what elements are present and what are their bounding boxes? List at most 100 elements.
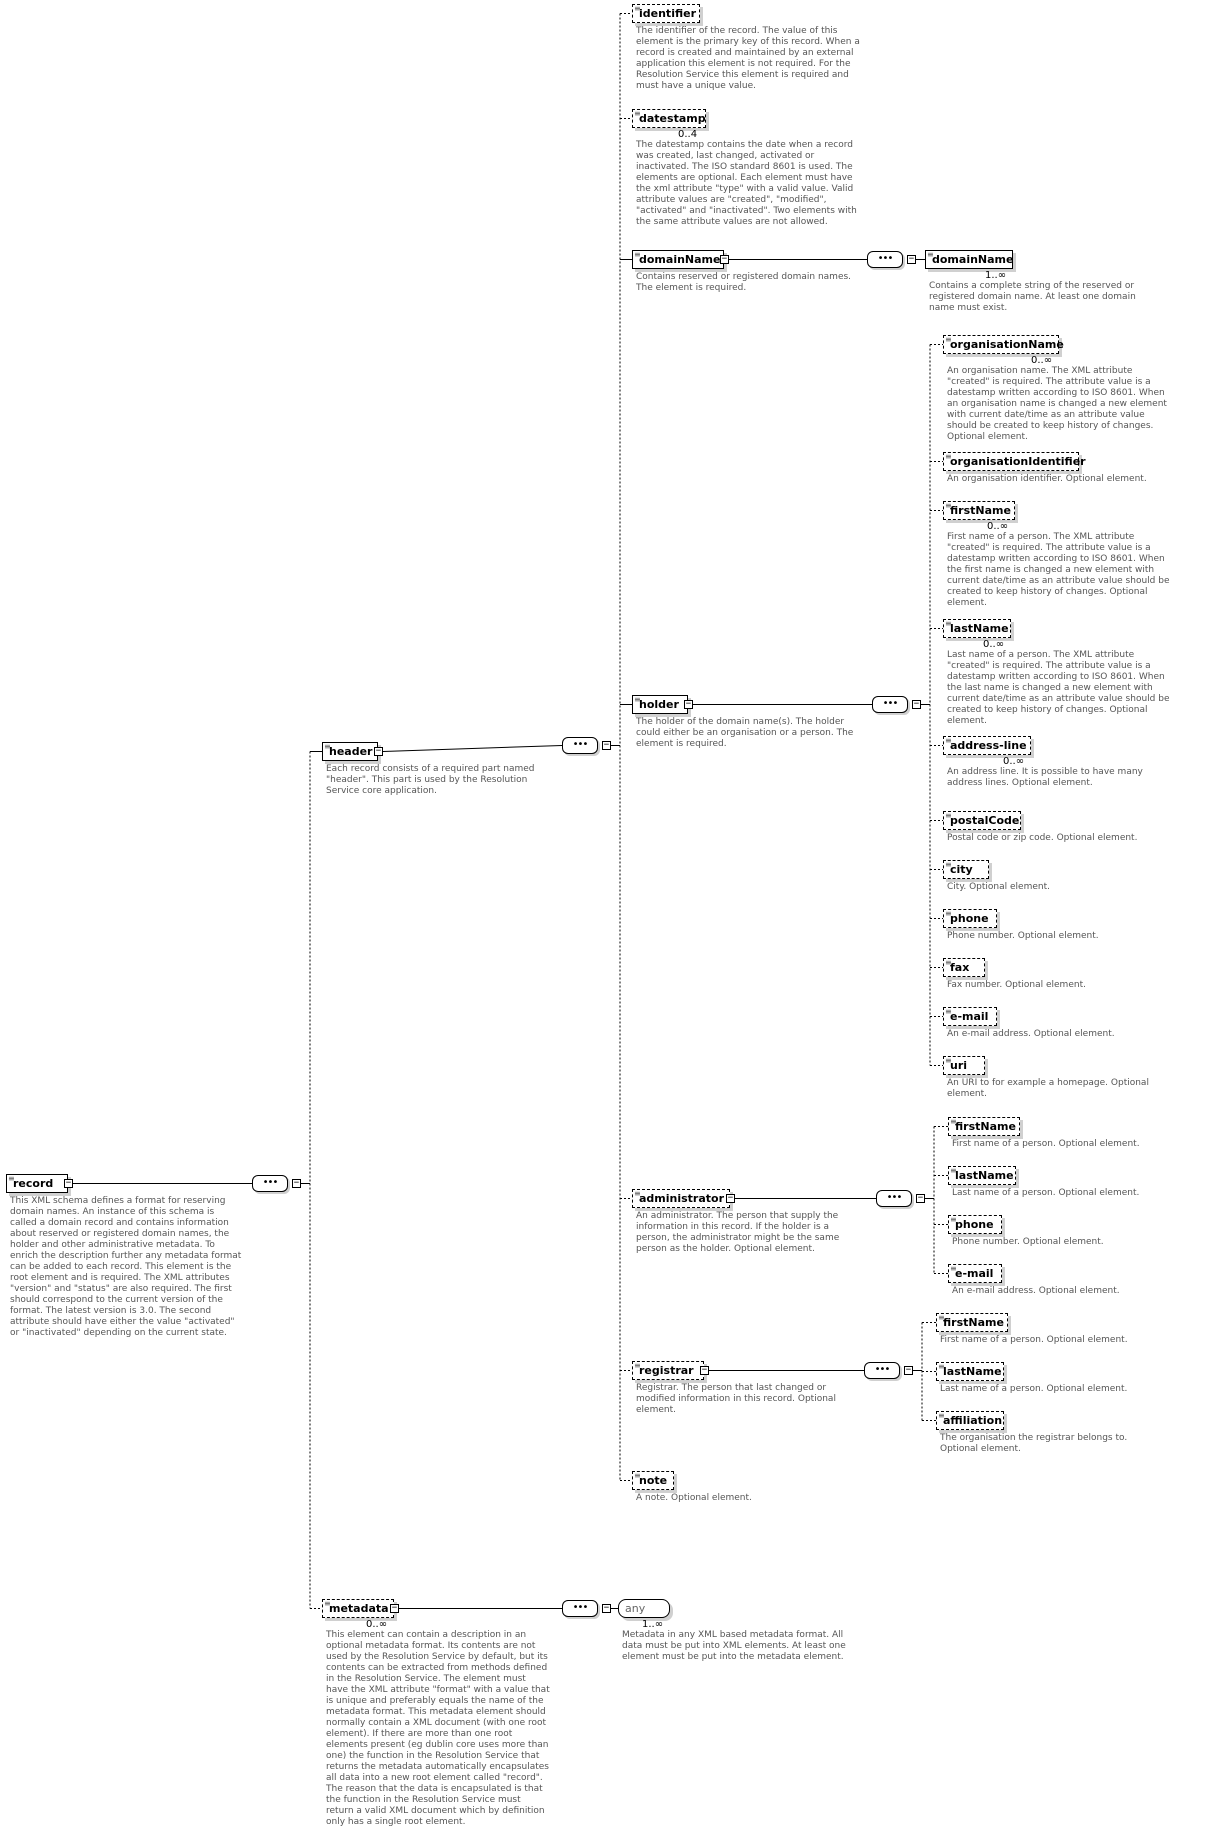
- attribute-marker-icon: ≡: [945, 811, 952, 820]
- element-node-phone2[interactable]: phone: [948, 1215, 1002, 1234]
- attribute-marker-icon: ≡: [634, 1189, 641, 1198]
- element-description: First name of a person. Optional element…: [952, 1139, 1140, 1149]
- attribute-marker-icon: ≡: [938, 1411, 945, 1420]
- sequence-compositor-icon[interactable]: •••: [872, 696, 908, 713]
- element-description: The organisation the registrar belongs t…: [940, 1433, 1128, 1454]
- sequence-compositor-icon[interactable]: •••: [864, 1362, 900, 1379]
- attribute-marker-icon: ≡: [945, 909, 952, 918]
- cardinality-label: 1..∞: [642, 1619, 664, 1630]
- element-node-note[interactable]: note: [632, 1471, 674, 1490]
- element-node-firstName3[interactable]: firstName: [936, 1313, 1008, 1332]
- sequence-compositor-icon[interactable]: •••: [562, 737, 598, 754]
- cardinality-label: 0..∞: [1003, 756, 1025, 767]
- element-node-city[interactable]: city: [943, 860, 989, 879]
- element-description: An organisation name. The XML attribute …: [947, 366, 1167, 442]
- element-node-identifier[interactable]: identifier: [632, 4, 700, 23]
- element-node-firstName1[interactable]: firstName: [943, 501, 1015, 520]
- attribute-marker-icon: ≡: [324, 1599, 331, 1608]
- element-description: City. Optional element.: [947, 882, 1050, 892]
- element-node-header[interactable]: header: [322, 742, 378, 761]
- element-node-firstName2[interactable]: firstName: [948, 1117, 1020, 1136]
- collapse-toggle-icon[interactable]: −: [602, 1603, 611, 1613]
- attribute-marker-icon: ≡: [938, 1313, 945, 1322]
- element-node-phone1[interactable]: phone: [943, 909, 997, 928]
- attribute-marker-icon: ≡: [634, 109, 641, 118]
- element-node-uri[interactable]: uri: [943, 1056, 985, 1075]
- sequence-compositor-icon[interactable]: •••: [562, 1600, 598, 1617]
- element-node-email2[interactable]: e-mail: [948, 1264, 1002, 1283]
- attribute-marker-icon: ≡: [634, 1471, 641, 1480]
- element-node-fax[interactable]: fax: [943, 958, 985, 977]
- element-description: An address line. It is possible to have …: [947, 767, 1143, 788]
- element-node-record[interactable]: record: [6, 1174, 68, 1193]
- element-node-organisationIdentifier[interactable]: organisationIdentifier: [943, 452, 1086, 471]
- element-description: This element can contain a description i…: [326, 1630, 550, 1827]
- attribute-marker-icon: ≡: [634, 250, 641, 259]
- attribute-marker-icon: ≡: [634, 4, 641, 13]
- collapse-toggle-icon[interactable]: −: [64, 1178, 73, 1188]
- element-node-lastName1[interactable]: lastName: [943, 619, 1011, 638]
- parent-to-sequence-line: [382, 745, 563, 752]
- collapse-toggle-icon[interactable]: −: [904, 1365, 913, 1375]
- attribute-marker-icon: ≡: [945, 860, 952, 869]
- element-description: An e-mail address. Optional element.: [952, 1286, 1120, 1296]
- attribute-marker-icon: ≡: [950, 1215, 957, 1224]
- cardinality-label: 0..∞: [987, 521, 1009, 532]
- element-description: Phone number. Optional element.: [952, 1237, 1104, 1247]
- element-description: Postal code or zip code. Optional elemen…: [947, 833, 1138, 843]
- collapse-toggle-icon[interactable]: −: [726, 1193, 735, 1203]
- sequence-compositor-icon[interactable]: •••: [876, 1190, 912, 1207]
- collapse-toggle-icon[interactable]: −: [602, 740, 611, 750]
- element-node-lastName2[interactable]: lastName: [948, 1166, 1016, 1185]
- element-node-metadata[interactable]: metadata: [322, 1599, 394, 1618]
- element-node-datestamp[interactable]: datestamp: [632, 109, 706, 128]
- collapse-toggle-icon[interactable]: −: [684, 699, 693, 709]
- cardinality-label: 1..∞: [985, 270, 1007, 281]
- collapse-toggle-icon[interactable]: −: [700, 1365, 709, 1375]
- attribute-marker-icon: ≡: [324, 742, 331, 751]
- element-description: Contains a complete string of the reserv…: [929, 281, 1136, 313]
- element-node-domainNames[interactable]: domainNames: [632, 250, 727, 269]
- element-description: Last name of a person. The XML attribute…: [947, 650, 1170, 726]
- sequence-compositor-icon[interactable]: •••: [867, 251, 903, 268]
- element-description: Registrar. The person that last changed …: [636, 1383, 836, 1415]
- element-node-addressLine[interactable]: address-line: [943, 736, 1031, 755]
- collapse-toggle-icon[interactable]: −: [292, 1178, 301, 1188]
- sequence-compositor-icon[interactable]: •••: [252, 1175, 288, 1192]
- element-node-postalCode[interactable]: postalCode: [943, 811, 1021, 830]
- attribute-marker-icon: ≡: [950, 1117, 957, 1126]
- element-node-domainName[interactable]: domainName: [925, 250, 1013, 269]
- element-description: Last name of a person. Optional element.: [952, 1188, 1140, 1198]
- attribute-marker-icon: ≡: [945, 452, 952, 461]
- element-node-administrator[interactable]: administrator: [632, 1189, 730, 1208]
- element-description: The datestamp contains the date when a r…: [636, 140, 857, 227]
- element-node-email1[interactable]: e-mail: [943, 1007, 997, 1026]
- attribute-marker-icon: ≡: [938, 1362, 945, 1371]
- element-description: First name of a person. The XML attribut…: [947, 532, 1170, 608]
- attribute-marker-icon: ≡: [945, 958, 952, 967]
- element-description: The identifier of the record. The value …: [636, 26, 860, 91]
- element-description: An URI to for example a homepage. Option…: [947, 1078, 1149, 1099]
- collapse-toggle-icon[interactable]: −: [374, 746, 383, 756]
- collapse-toggle-icon[interactable]: −: [390, 1603, 399, 1613]
- element-node-holder[interactable]: holder: [632, 695, 688, 714]
- cardinality-label: 0..4: [678, 129, 698, 140]
- cardinality-label: 0..∞: [983, 639, 1005, 650]
- element-node-lastName3[interactable]: lastName: [936, 1362, 1004, 1381]
- collapse-toggle-icon[interactable]: −: [916, 1193, 925, 1203]
- collapse-toggle-icon[interactable]: −: [907, 254, 916, 264]
- element-node-organisationName[interactable]: organisationName: [943, 335, 1064, 354]
- element-description: Last name of a person. Optional element.: [940, 1384, 1128, 1394]
- collapse-toggle-icon[interactable]: −: [912, 699, 921, 709]
- element-description: The holder of the domain name(s). The ho…: [636, 717, 854, 749]
- collapse-toggle-icon[interactable]: −: [720, 254, 729, 264]
- element-node-any[interactable]: any: [618, 1599, 670, 1618]
- attribute-marker-icon: ≡: [945, 1056, 952, 1065]
- element-description: This XML schema defines a format for res…: [10, 1196, 242, 1338]
- element-node-registrar[interactable]: registrar: [632, 1361, 704, 1380]
- attribute-marker-icon: ≡: [945, 501, 952, 510]
- attribute-marker-icon: ≡: [927, 250, 934, 259]
- element-description: Contains reserved or registered domain n…: [636, 272, 852, 293]
- element-node-affiliation[interactable]: affiliation: [936, 1411, 1004, 1430]
